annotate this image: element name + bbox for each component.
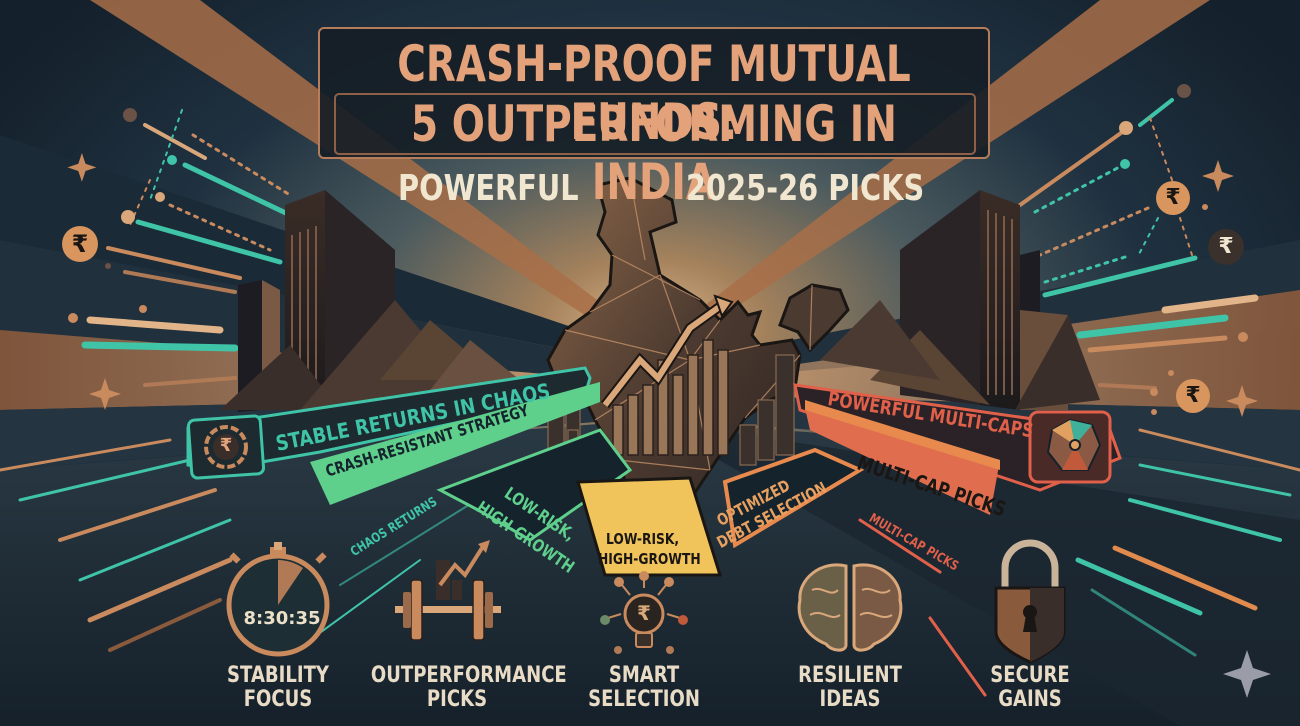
feature-outperformance-picks: OUTPERFORMANCE PICKS xyxy=(370,663,567,712)
feature-secure-gains: SECURE GAINS xyxy=(973,664,1088,712)
title-banner: CRASH-PROOF MUTUAL FUNDS: 5 OUTPERFORMIN… xyxy=(318,27,990,211)
rupee-coin-icon: ₹ xyxy=(1156,181,1190,215)
rupee-coin-icon: ₹ xyxy=(1208,229,1244,265)
rupee-coin-icon: ₹ xyxy=(1176,379,1210,413)
feature-smart-selection: SMART SELECTION xyxy=(587,664,702,712)
india-map-icon xyxy=(546,176,850,559)
subtitle-left: POWERFUL xyxy=(398,168,579,209)
feature-stability-focus: STABILITY FOCUS xyxy=(221,664,336,712)
stopwatch-icon xyxy=(226,542,330,657)
gem-icon xyxy=(1046,418,1102,471)
rupee-dial-symbol: ₹ xyxy=(219,435,233,456)
feature-line2: FOCUS xyxy=(243,687,313,712)
title-line-1: CRASH-PROOF MUTUAL FUNDS: xyxy=(397,35,911,151)
feature-line1: STABILITY xyxy=(227,663,329,688)
feature-resilient-ideas: RESILIENT IDEAS xyxy=(793,664,908,712)
ribbon-low-risk-yellow-2: HIGH-GROWTH xyxy=(598,550,701,568)
stopwatch-time: 8:30:35 xyxy=(243,608,321,629)
rupee-dial-icon xyxy=(204,425,248,469)
feature-line1: SMART xyxy=(608,663,680,688)
brain-icon xyxy=(797,563,903,652)
feature-line2: GAINS xyxy=(998,687,1062,712)
feature-line2: IDEAS xyxy=(819,687,881,712)
lightbulb-rupee-icon xyxy=(600,571,688,654)
bulb-rupee-symbol: ₹ xyxy=(637,601,651,625)
title-inner-frame xyxy=(334,93,976,155)
feature-line2: PICKS xyxy=(426,687,488,712)
dumbbell-chart-icon xyxy=(395,540,501,641)
title-line-2: 5 OUTPERFORMING IN INDIA xyxy=(411,95,897,211)
feature-line1: SECURE xyxy=(990,663,1070,688)
padlock-icon xyxy=(994,539,1066,664)
sparkle-watermark-icon xyxy=(1223,650,1271,698)
subtitle-right: 2025-26 PICKS xyxy=(686,168,925,209)
feature-line1: OUTPERFORMANCE xyxy=(370,663,567,688)
ribbon-low-risk-yellow-1: LOW-RISK, xyxy=(606,530,680,548)
rupee-coin-icon: ₹ xyxy=(62,226,98,262)
feature-line2: SELECTION xyxy=(588,687,700,712)
feature-line1: RESILIENT xyxy=(798,663,902,688)
